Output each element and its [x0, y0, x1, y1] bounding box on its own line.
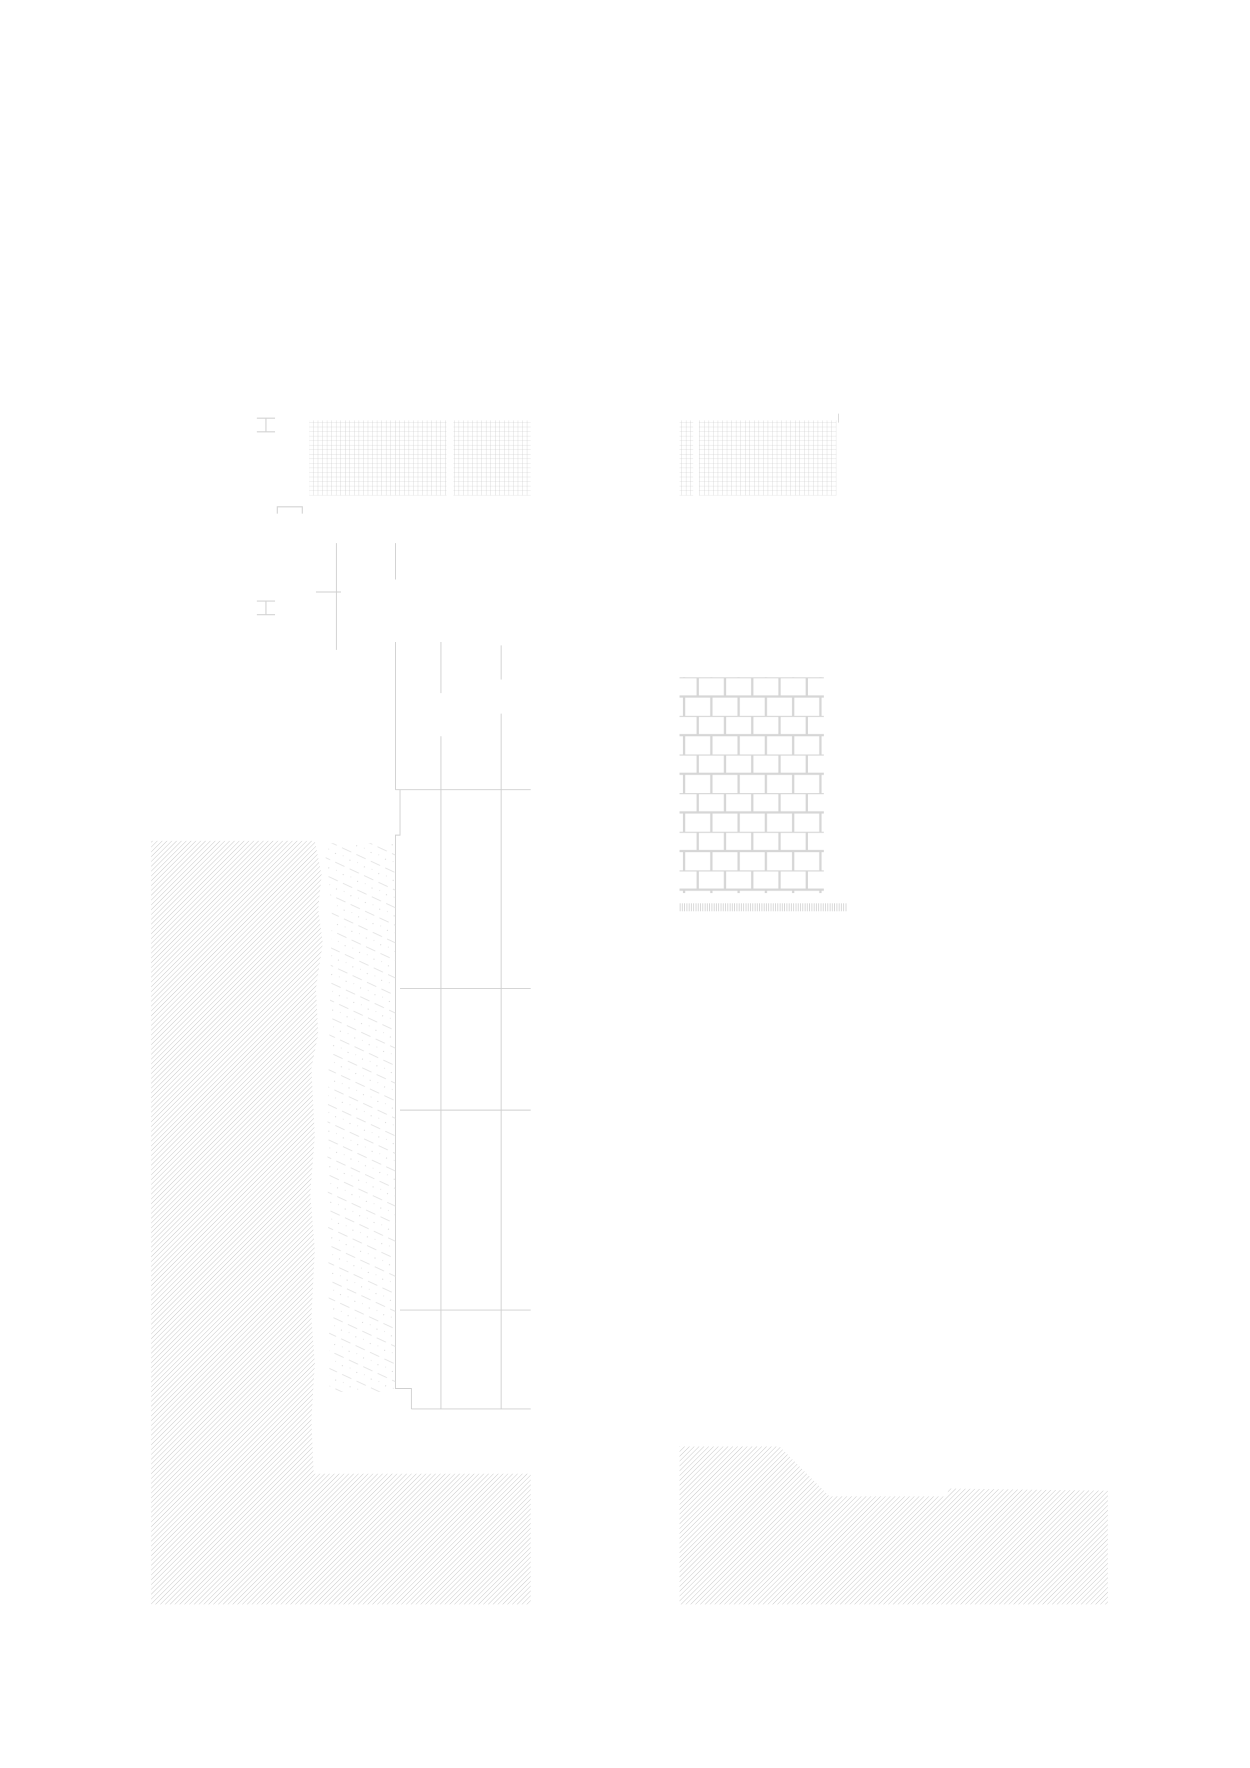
wall-grid-right	[679, 413, 839, 496]
i-beam-icon	[256, 417, 276, 433]
brick-elevation	[679, 677, 824, 894]
wall-grid-left	[309, 420, 531, 496]
insulation-fill	[323, 843, 396, 1392]
ground-section	[679, 1446, 1108, 1605]
bracket-mark	[276, 506, 303, 514]
i-beam-icon	[256, 600, 276, 616]
base-ticks	[679, 903, 847, 912]
concrete-wall-section	[151, 840, 531, 1605]
